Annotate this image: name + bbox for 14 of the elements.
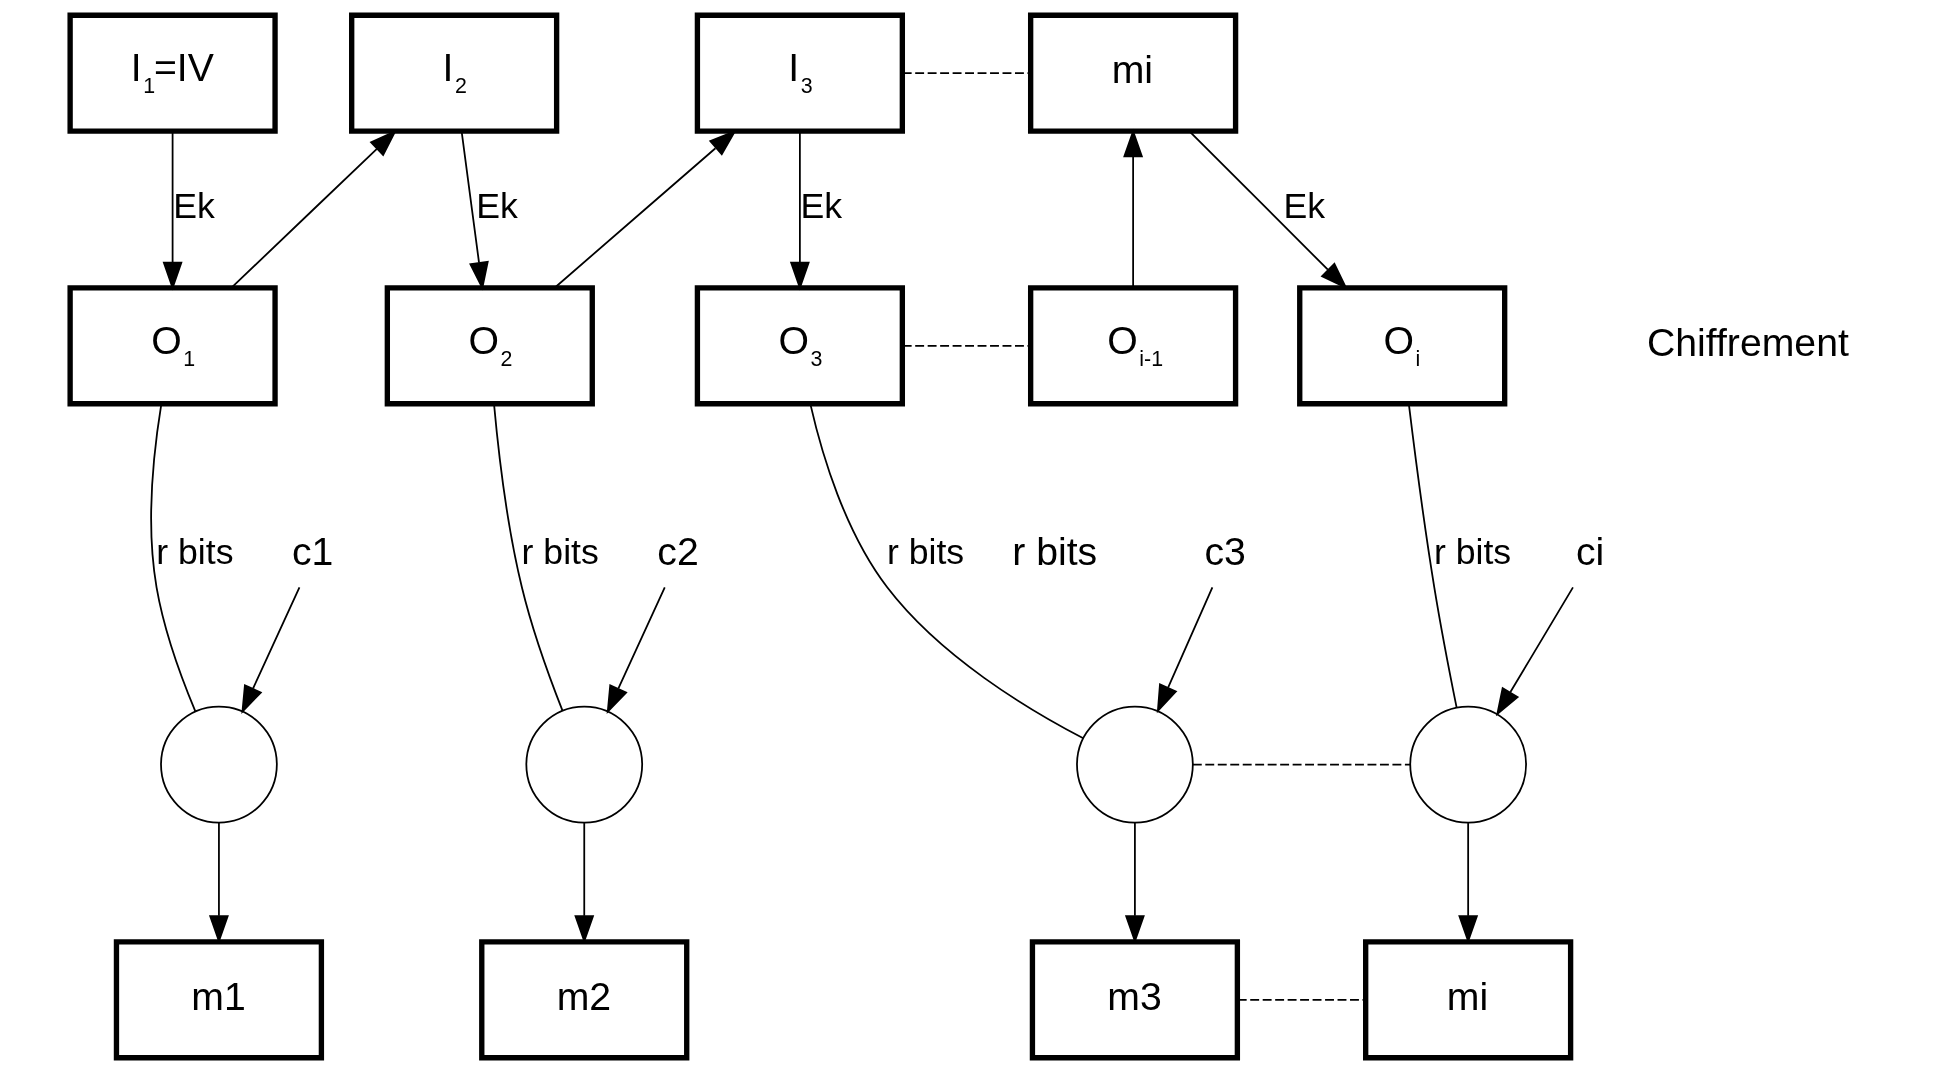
edge-label: r bits bbox=[156, 532, 234, 573]
edge-label: Ek bbox=[173, 186, 215, 227]
label: r bits bbox=[1012, 530, 1098, 574]
edge-label: r bits bbox=[1434, 532, 1512, 573]
edge-label: Ek bbox=[1283, 186, 1325, 227]
edge-label: Ek bbox=[476, 186, 518, 227]
node-text: ci bbox=[1575, 530, 1605, 574]
edge-label: r bits bbox=[521, 532, 599, 573]
node-text: c2 bbox=[657, 530, 699, 574]
label: Chiffrement bbox=[1647, 320, 1849, 364]
node-text: c3 bbox=[1204, 530, 1246, 574]
node-text: c1 bbox=[291, 530, 334, 574]
edge-label: Ek bbox=[800, 186, 843, 227]
edge-label: r bits bbox=[886, 532, 965, 573]
